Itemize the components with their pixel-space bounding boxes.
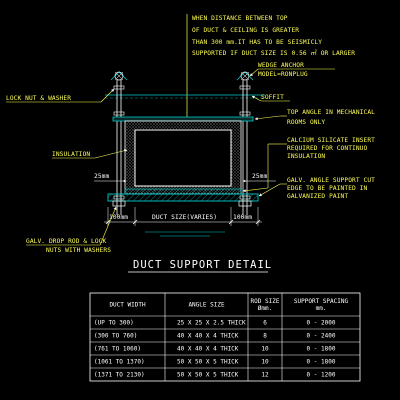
drop-rod-left <box>113 80 125 215</box>
top-note-line-3: THAN 300 mm.IT HAS TO BE SEISMICLY <box>192 39 322 46</box>
galv-angle-line-1: GALV. ANGLE SUPPORT CUT <box>287 177 375 184</box>
table-cell-r3-c0: (1061 TO 1370) <box>94 359 145 366</box>
table-cell-r4-c0: (1371 TO 2130) <box>94 372 145 379</box>
bottom-support-angle <box>107 193 259 202</box>
dim-duct-size: DUCT SIZE(VARIES) <box>152 214 217 221</box>
table-cell-r4-c3: 0 - 1200 <box>307 372 336 379</box>
table-cell-r0-c0: (UP TO 300) <box>94 320 134 327</box>
table-cell-r0-c2: 6 <box>263 320 267 327</box>
top-note-line-1: WHEN DISTANCE BETWEEN TOP <box>192 15 288 22</box>
top-angle <box>112 116 254 122</box>
wedge-anchor-line-2: MODEL=RONPLUG <box>258 71 308 78</box>
top-note-line-4: SUPPORTED IF DUCT SIZE IS 0.56 ㎡ OR LARG… <box>192 49 355 57</box>
galv-drop-label: GALV. DROP ROD & LOCK NUTS WITH WASHERS <box>26 206 117 254</box>
top-note-line-2: OF DUCT & CEILING IS GREATER <box>192 27 299 34</box>
table-cell-r1-c2: 8 <box>263 333 267 340</box>
dim-25-right: 25mm <box>242 173 276 183</box>
galv-angle-label: GALV. ANGLE SUPPORT CUT EDGE TO BE PAINT… <box>258 177 375 200</box>
table-cell-r3-c1: 50 X 50 X 5 THICK <box>177 359 239 366</box>
soffit-text: SOFFIT <box>261 94 284 101</box>
lock-nut-right <box>238 200 252 207</box>
calcium-line-2: REQUIRED FOR CONTINUO <box>287 145 368 152</box>
insulation-label: INSULATION <box>52 149 128 159</box>
table-cell-r2-c1: 40 X 40 X 4 THICK <box>177 346 239 353</box>
galv-angle-line-2: EDGE TO BE PAINTED IN <box>287 185 368 192</box>
lock-nut-left <box>112 200 126 207</box>
table-header-2-line-0: ROD SIZE <box>251 298 280 305</box>
dim-25-right-text: 25mm <box>252 173 267 180</box>
calcium-silicate-insert <box>124 188 242 195</box>
table-cell-r4-c1: 50 X 50 X 5 THICK <box>177 372 239 379</box>
table-cell-r2-c0: (761 TO 1060) <box>94 346 141 353</box>
calcium-label: CALCIUM SILICATE INSERT REQUIRED FOR CON… <box>242 137 375 193</box>
table-header-3-line-1: mm. <box>316 305 327 312</box>
table-cell-r1-c3: 0 - 2400 <box>307 333 336 340</box>
top-note: WHEN DISTANCE BETWEEN TOP OF DUCT & CEIL… <box>192 15 355 57</box>
table-cell-r3-c3: 0 - 1800 <box>307 359 336 366</box>
table-cell-r0-c1: 25 X 25 X 2.5 THICK <box>177 320 246 327</box>
top-angle-line-2: ROOMS ONLY <box>287 119 325 126</box>
dim-100-right: 100mm <box>233 214 252 221</box>
soffit-label: SOFFIT <box>251 94 290 102</box>
table-cell-r2-c2: 10 <box>261 346 269 353</box>
detail-title: DUCT SUPPORT DETAIL <box>133 259 272 271</box>
wedge-anchor-label: WEDGE ANCHOR MODEL=RONPLUG <box>249 62 335 78</box>
dim-100-left: 100mm <box>109 214 128 221</box>
table-cell-r4-c2: 12 <box>261 372 269 379</box>
top-angle-label: TOP ANGLE IN MECHANICAL ROOMS ONLY <box>254 109 375 126</box>
table-cell-r1-c1: 40 X 40 X 4 THICK <box>177 333 239 340</box>
top-angle-line-1: TOP ANGLE IN MECHANICAL <box>287 109 375 116</box>
table-header-2-line-1: Ømm. <box>258 305 272 312</box>
dim-25-left: 25mm <box>94 173 127 183</box>
lock-nut-text: LOCK NUT & WASHER <box>6 95 71 102</box>
calcium-line-3: INSULATION <box>287 153 325 160</box>
galv-angle-line-3: GALVANIZED PAINT <box>287 193 348 200</box>
dim-25-left-text: 25mm <box>94 173 109 180</box>
insulation-text: INSULATION <box>52 151 90 158</box>
wedge-anchor-left <box>110 71 128 81</box>
duct <box>134 129 232 187</box>
galv-drop-line-2: NUTS WITH WASHERS <box>46 247 111 254</box>
table-cell-r1-c0: (300 TO 760) <box>94 333 137 340</box>
lock-nut-label: LOCK NUT & WASHER <box>6 88 115 103</box>
table-cell-r0-c3: 0 - 2000 <box>307 320 336 327</box>
table-border <box>89 292 361 382</box>
table-cell-r2-c3: 0 - 1800 <box>307 346 336 353</box>
table-header-0: DUCT WIDTH <box>109 302 146 309</box>
table-header-3-line-0: SUPPORT SPACING <box>294 298 349 305</box>
wedge-anchor-line-1: WEDGE ANCHOR <box>258 62 304 69</box>
wedge-anchor-right <box>236 71 254 81</box>
table-cell-r3-c2: 10 <box>261 359 269 366</box>
table-header-1: ANGLE SIZE <box>188 302 225 309</box>
galv-drop-line-1: GALV. DROP ROD & LOCK <box>26 238 107 245</box>
bottom-dimension: 100mm DUCT SIZE(VARIES) 100mm <box>104 207 262 226</box>
calcium-line-1: CALCIUM SILICATE INSERT <box>287 137 375 144</box>
